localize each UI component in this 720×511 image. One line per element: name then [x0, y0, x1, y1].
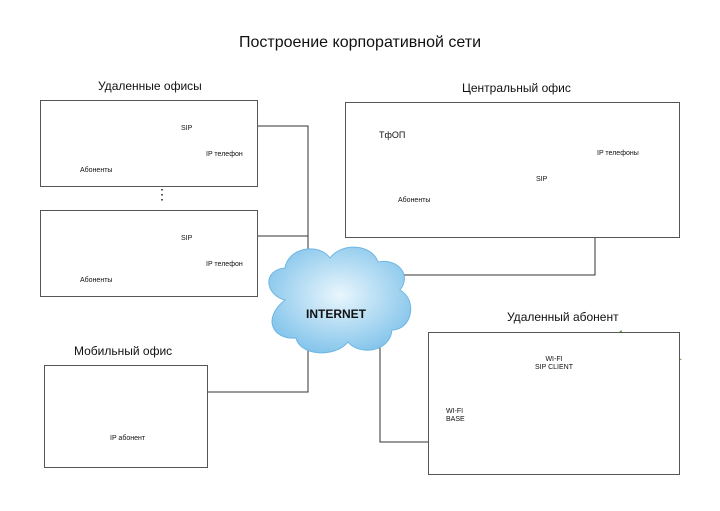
mobile-office-box	[44, 365, 208, 468]
wifi-client-label: WI-FI SIP CLIENT	[535, 356, 573, 372]
sip-label-office1: SIP	[181, 125, 193, 132]
subscribers-label-central: Абоненты	[398, 197, 431, 204]
diagram-title: Построение корпоративной сети	[238, 34, 482, 51]
ats-label-central: VoIP АТС TS-004	[481, 167, 519, 203]
ip-phone-label-office1: IP телефон	[206, 151, 243, 158]
remote-subscriber-header: Удаленный абонент	[507, 310, 619, 324]
wifi-base-label: WI-FI BASE	[446, 408, 465, 424]
sip-label-central: SIP	[536, 176, 548, 183]
ats-label-office2: VoIP АТС TS-004	[140, 256, 164, 278]
subscribers-label-office1: Абоненты	[80, 167, 113, 174]
central-office-box	[345, 102, 680, 238]
remote-office-2-box	[40, 210, 258, 297]
line-central-internet	[400, 236, 596, 276]
internet-cloud	[268, 246, 412, 354]
line-office1-internet	[256, 125, 309, 300]
central-office-header: Центральный офис	[462, 81, 571, 95]
mobile-office-header: Мобильный офис	[74, 344, 173, 358]
ats-label-office1: VoIP АТС TS-004	[140, 146, 164, 168]
ip-phone-label-office2: IP телефон	[206, 261, 243, 268]
remote-office-1-box	[40, 100, 258, 187]
ip-subscriber-label: IP абонент	[110, 435, 146, 442]
ip-phones-label-central: IP телефоны	[597, 150, 639, 157]
subscribers-label-office2: Абоненты	[80, 277, 113, 284]
remote-subscriber-box	[428, 332, 680, 475]
offices-ellipsis: ⋮	[155, 186, 169, 202]
line-mobile-internet	[206, 330, 309, 393]
remote-offices-header: Удаленные офисы	[98, 79, 202, 93]
pstn-label: ТфОП	[379, 130, 406, 140]
sip-label-office2: SIP	[181, 235, 193, 242]
internet-label: INTERNET	[306, 307, 366, 321]
line-remote-internet	[379, 330, 428, 443]
